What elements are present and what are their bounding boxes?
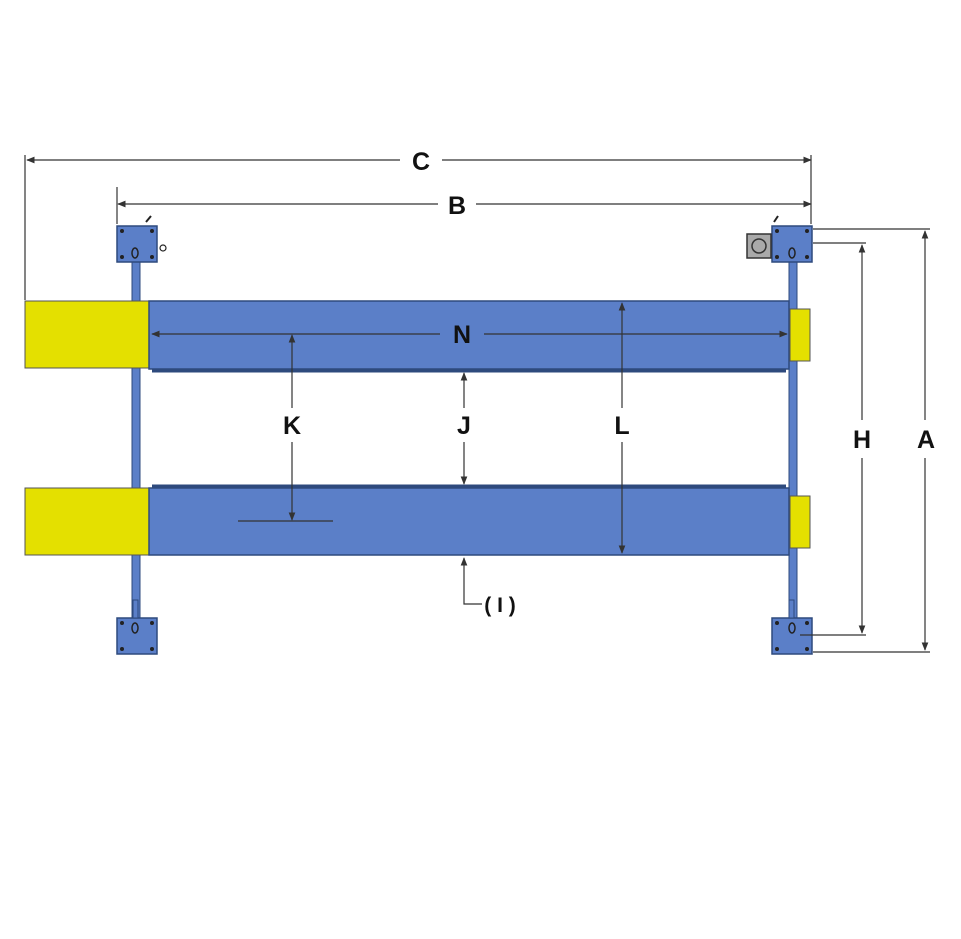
runway-top — [24, 300, 811, 373]
dim-label-k: K — [283, 412, 301, 440]
runway-bottom — [24, 484, 811, 556]
dimension-labels: C B A H N K J L ( I ) — [283, 148, 935, 617]
power-unit-icon — [746, 233, 772, 259]
runways — [24, 300, 811, 556]
post-top-right — [746, 215, 813, 263]
dim-label-a: A — [917, 426, 935, 454]
dimension-lines — [24, 155, 930, 653]
dim-label-j: J — [457, 412, 471, 440]
stop-plate-top — [789, 308, 811, 362]
dim-label-l: L — [614, 412, 629, 440]
post-top-left — [116, 215, 167, 263]
ramp-bottom — [24, 487, 150, 556]
dim-i-leader — [460, 557, 482, 605]
post-bottom-left — [116, 599, 158, 655]
dim-label-c: C — [412, 148, 430, 176]
dim-label-i: ( I ) — [484, 594, 516, 617]
dim-label-n: N — [453, 321, 471, 349]
post-bottom-right — [771, 599, 813, 655]
stop-plate-bottom — [789, 495, 811, 549]
dim-label-b: B — [448, 192, 466, 220]
ramp-top — [24, 300, 150, 369]
dim-label-h: H — [853, 426, 871, 454]
posts — [116, 215, 813, 655]
